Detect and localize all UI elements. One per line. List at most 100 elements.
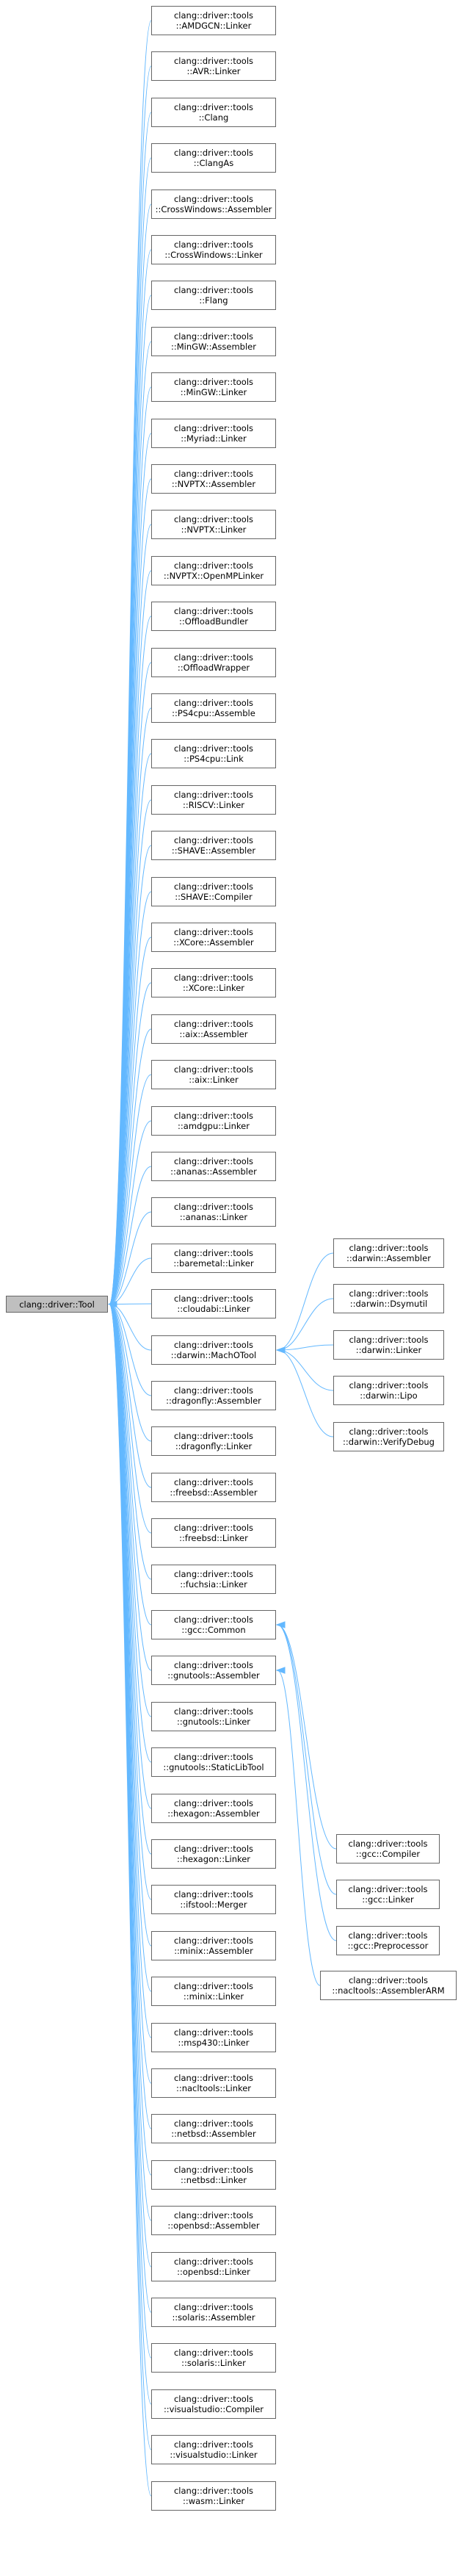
class-node-name: ::aix::Assembler — [179, 1029, 248, 1039]
class-node-flang[interactable]: clang::driver::tools::Flang — [151, 281, 276, 310]
class-node-shave-compiler[interactable]: clang::driver::tools::SHAVE::Compiler — [151, 877, 276, 906]
class-node-name: ::PS4cpu::Assemble — [172, 708, 255, 718]
class-node-ananas-linker[interactable]: clang::driver::tools::ananas::Linker — [151, 1197, 276, 1227]
class-node-name: ::OffloadBundler — [178, 616, 249, 627]
class-node-namespace: clang::driver::tools — [173, 331, 254, 342]
class-node-namespace: clang::driver::tools — [173, 606, 254, 616]
inheritance-edge — [109, 845, 152, 1305]
class-node-avr-linker[interactable]: clang::driver::tools::AVR::Linker — [151, 51, 276, 81]
class-node-gcc-common[interactable]: clang::driver::tools::gcc::Common — [151, 1610, 276, 1639]
class-node-namespace: clang::driver::tools — [173, 2073, 254, 2083]
class-node-namespace: clang::driver::tools — [173, 881, 254, 892]
class-node-offloadwrapper[interactable]: clang::driver::tools::OffloadWrapper — [151, 648, 276, 677]
class-node-namespace: clang::driver::tools — [173, 1202, 254, 1212]
class-node-baremetal-linker[interactable]: clang::driver::tools::baremetal::Linker — [151, 1244, 276, 1273]
class-node-name: ::XCore::Assembler — [173, 937, 254, 948]
class-node-amdgcn-linker[interactable]: clang::driver::tools::AMDGCN::Linker — [151, 6, 276, 35]
class-node-xcore-linker[interactable]: clang::driver::tools::XCore::Linker — [151, 968, 276, 997]
class-node-nvptx-assembler[interactable]: clang::driver::tools::NVPTX::Assembler — [151, 464, 276, 494]
class-node-gcc-preprocessor[interactable]: clang::driver::tools::gcc::Preprocessor — [336, 1926, 440, 1955]
class-node-gnutools-assembler[interactable]: clang::driver::tools::gnutools::Assemble… — [151, 1656, 276, 1685]
class-node-namespace: clang::driver::tools — [173, 102, 254, 112]
class-node-name: ::visualstudio::Linker — [170, 2450, 258, 2460]
class-node-shave-assembler[interactable]: clang::driver::tools::SHAVE::Assembler — [151, 831, 276, 860]
inheritance-edge — [277, 1670, 321, 1986]
class-node-netbsd-linker[interactable]: clang::driver::tools::netbsd::Linker — [151, 2160, 276, 2190]
class-node-ifstool-merger[interactable]: clang::driver::tools::ifstool::Merger — [151, 1885, 276, 1914]
class-node-netbsd-assembler[interactable]: clang::driver::tools::netbsd::Assembler — [151, 2114, 276, 2143]
class-node-namespace: clang::driver::tools — [173, 1706, 254, 1717]
class-node-visualstudio-linker[interactable]: clang::driver::tools::visualstudio::Link… — [151, 2435, 276, 2464]
class-node-aix-linker[interactable]: clang::driver::tools::aix::Linker — [151, 1060, 276, 1089]
class-node-solaris-linker[interactable]: clang::driver::tools::solaris::Linker — [151, 2343, 276, 2373]
class-node-darwin-lipo[interactable]: clang::driver::tools::darwin::Lipo — [333, 1376, 444, 1405]
class-node-amdgpu-linker[interactable]: clang::driver::tools::amdgpu::Linker — [151, 1106, 276, 1136]
class-node-darwin-linker[interactable]: clang::driver::tools::darwin::Linker — [333, 1330, 444, 1360]
class-node-name: ::amdgpu::Linker — [178, 1121, 250, 1131]
class-node-gnutools-linker[interactable]: clang::driver::tools::gnutools::Linker — [151, 1702, 276, 1731]
class-node-clang[interactable]: clang::driver::tools::Clang — [151, 98, 276, 127]
class-node-name: ::nacltools::Linker — [175, 2083, 252, 2093]
class-node-nvptx-linker[interactable]: clang::driver::tools::NVPTX::Linker — [151, 510, 276, 539]
class-node-name: ::minix::Linker — [183, 1991, 244, 2002]
class-node-namespace: clang::driver::tools — [173, 1019, 254, 1029]
class-node-root-label: clang::driver::Tool — [19, 1299, 95, 1310]
class-node-dragonfly-assembler[interactable]: clang::driver::tools::dragonfly::Assembl… — [151, 1381, 276, 1410]
inheritance-edge — [277, 1349, 334, 1437]
class-node-namespace: clang::driver::tools — [348, 1884, 428, 1894]
class-node-nvptx-openmplinker[interactable]: clang::driver::tools::NVPTX::OpenMPLinke… — [151, 556, 276, 585]
inheritance-edge — [109, 1304, 152, 1671]
class-node-name: ::gcc::Compiler — [355, 1849, 421, 1859]
class-node-name: ::ananas::Linker — [179, 1212, 248, 1222]
class-node-solaris-assembler[interactable]: clang::driver::tools::solaris::Assembler — [151, 2298, 276, 2327]
class-node-myriad-linker[interactable]: clang::driver::tools::Myriad::Linker — [151, 419, 276, 448]
class-node-gnutools-staticlibtool[interactable]: clang::driver::tools::gnutools::StaticLi… — [151, 1747, 276, 1777]
class-node-darwin-dsymutil[interactable]: clang::driver::tools::darwin::Dsymutil — [333, 1284, 444, 1313]
class-node-darwin-machotool[interactable]: clang::driver::tools::darwin::MachOTool — [151, 1335, 276, 1365]
class-node-gcc-linker[interactable]: clang::driver::tools::gcc::Linker — [336, 1880, 440, 1909]
class-node-wasm-linker[interactable]: clang::driver::tools::wasm::Linker — [151, 2481, 276, 2511]
class-node-namespace: clang::driver::tools — [173, 469, 254, 479]
class-node-namespace: clang::driver::tools — [173, 10, 254, 21]
class-node-darwin-assembler[interactable]: clang::driver::tools::darwin::Assembler — [333, 1238, 444, 1268]
class-node-openbsd-assembler[interactable]: clang::driver::tools::openbsd::Assembler — [151, 2206, 276, 2235]
class-node-openbsd-linker[interactable]: clang::driver::tools::openbsd::Linker — [151, 2252, 276, 2281]
class-node-aix-assembler[interactable]: clang::driver::tools::aix::Assembler — [151, 1014, 276, 1044]
inheritance-edge — [109, 1028, 152, 1305]
class-node-freebsd-assembler[interactable]: clang::driver::tools::freebsd::Assembler — [151, 1473, 276, 1502]
inheritance-edge — [109, 891, 152, 1305]
class-node-hexagon-linker[interactable]: clang::driver::tools::hexagon::Linker — [151, 1839, 276, 1869]
class-node-ps4cpu-link[interactable]: clang::driver::tools::PS4cpu::Link — [151, 739, 276, 768]
class-node-minix-linker[interactable]: clang::driver::tools::minix::Linker — [151, 1977, 276, 2006]
class-node-name: ::OffloadWrapper — [177, 663, 250, 673]
inheritance-edge — [109, 1304, 152, 1396]
class-node-mingw-linker[interactable]: clang::driver::tools::MinGW::Linker — [151, 372, 276, 402]
class-node-crosswindows-linker[interactable]: clang::driver::tools::CrossWindows::Link… — [151, 235, 276, 264]
class-node-clangas[interactable]: clang::driver::tools::ClangAs — [151, 143, 276, 173]
class-node-gcc-compiler[interactable]: clang::driver::tools::gcc::Compiler — [336, 1834, 440, 1864]
class-node-msp430-linker[interactable]: clang::driver::tools::msp430::Linker — [151, 2023, 276, 2052]
class-node-visualstudio-compiler[interactable]: clang::driver::tools::visualstudio::Comp… — [151, 2389, 276, 2419]
class-node-name: ::gcc::Linker — [362, 1894, 414, 1905]
class-node-darwin-verifydebug[interactable]: clang::driver::tools::darwin::VerifyDebu… — [333, 1422, 444, 1451]
class-node-riscv-linker[interactable]: clang::driver::tools::RISCV::Linker — [151, 785, 276, 815]
class-node-hexagon-assembler[interactable]: clang::driver::tools::hexagon::Assembler — [151, 1794, 276, 1823]
class-node-ps4cpu-assemble[interactable]: clang::driver::tools::PS4cpu::Assemble — [151, 693, 276, 723]
class-node-namespace: clang::driver::tools — [173, 2302, 254, 2312]
class-node-mingw-assembler[interactable]: clang::driver::tools::MinGW::Assembler — [151, 327, 276, 356]
class-node-ananas-assembler[interactable]: clang::driver::tools::ananas::Assembler — [151, 1152, 276, 1181]
class-node-dragonfly-linker[interactable]: clang::driver::tools::dragonfly::Linker — [151, 1426, 276, 1456]
class-node-freebsd-linker[interactable]: clang::driver::tools::freebsd::Linker — [151, 1518, 276, 1548]
class-node-fuchsia-linker[interactable]: clang::driver::tools::fuchsia::Linker — [151, 1565, 276, 1594]
class-node-offloadbundler[interactable]: clang::driver::tools::OffloadBundler — [151, 602, 276, 631]
class-node-root[interactable]: clang::driver::Tool — [6, 1296, 108, 1313]
class-node-cloudabi-linker[interactable]: clang::driver::tools::cloudabi::Linker — [151, 1289, 276, 1318]
inheritance-edge — [109, 1211, 152, 1305]
class-node-xcore-assembler[interactable]: clang::driver::tools::XCore::Assembler — [151, 923, 276, 952]
class-node-nacltools-linker[interactable]: clang::driver::tools::nacltools::Linker — [151, 2068, 276, 2098]
class-node-minix-assembler[interactable]: clang::driver::tools::minix::Assembler — [151, 1931, 276, 1960]
class-node-name: ::SHAVE::Assembler — [171, 845, 256, 856]
class-node-crosswindows-assembler[interactable]: clang::driver::tools::CrossWindows::Asse… — [151, 190, 276, 219]
class-node-namespace: clang::driver::tools — [173, 423, 254, 433]
class-node-nacltools-assemblerarm[interactable]: clang::driver::tools::nacltools::Assembl… — [320, 1971, 457, 2000]
